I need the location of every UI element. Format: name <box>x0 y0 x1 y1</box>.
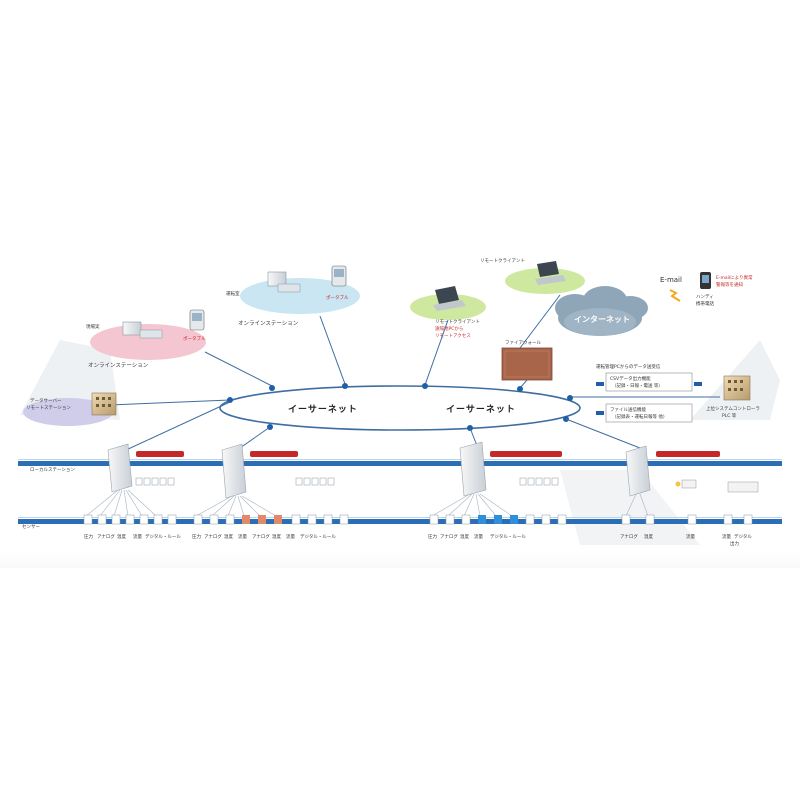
svg-text:アナログ: アナログ <box>620 533 638 540</box>
svg-text:デジタル・ルール: デジタル・ルール <box>300 533 336 540</box>
svg-text:温度: 温度 <box>117 533 126 540</box>
right-panel-item1: CSVデータ出力機能 <box>610 375 651 382</box>
online-left-tag: 現場実 <box>86 323 100 330</box>
drop-lines <box>125 401 641 451</box>
svg-text:流量: 流量 <box>133 533 142 540</box>
remote-monitor-label2: 遠隔地PCから <box>435 325 463 332</box>
local-station-bus <box>18 461 782 466</box>
portable-screen-icon <box>334 269 344 277</box>
internet-cloud <box>555 286 648 336</box>
laptop-icon <box>537 261 559 277</box>
svg-text:圧力: 圧力 <box>84 533 93 540</box>
email-device1: ハンディ <box>696 293 714 300</box>
laptop-base-icon <box>433 300 466 311</box>
pc-icon <box>277 283 301 293</box>
laptop-icon <box>435 286 459 304</box>
email-device2: 携帯電話 <box>696 300 714 307</box>
right-panel-box2 <box>605 403 693 423</box>
ethernet-ring <box>219 385 581 431</box>
firewall-icon <box>501 347 553 381</box>
online-center-label: オンラインステーション <box>238 320 299 327</box>
svg-text:流量: 流量 <box>238 533 247 540</box>
sensor-bus <box>18 519 782 524</box>
svg-text:アナログ: アナログ <box>97 533 115 540</box>
ethernet-nodes <box>227 383 573 431</box>
portable-screen-icon <box>192 313 202 321</box>
ethernet-label-left: イーサーネット <box>288 404 358 415</box>
firewall-inner <box>504 350 550 378</box>
lightning-icon <box>669 289 681 302</box>
arrow-icon <box>596 411 604 415</box>
sensor-bus-highlight <box>18 517 782 518</box>
mobile-screen-icon <box>702 275 709 283</box>
right-panel-item2: ファイル送信機能 <box>610 406 646 413</box>
laptop-base-icon <box>535 275 566 285</box>
building-windows <box>96 397 111 407</box>
plc-label2: PLC 等 <box>722 412 737 419</box>
monitor-icon <box>267 271 287 287</box>
email-desc2: 警報等を通知 <box>716 281 743 288</box>
sensor-labels: 圧力 アナログ 温度 流量 デジタル・ルール 圧力 アナログ 温度 流量 アナロ… <box>84 533 752 547</box>
remote-monitor-label1: リモートクライアント <box>435 319 480 325</box>
right-panel-box1 <box>605 372 693 392</box>
upper-bus-label: ローカルステーション <box>30 467 75 473</box>
online-center-tag: 運転室 <box>226 290 240 297</box>
lower-bus-label: センサー <box>22 524 40 530</box>
online-station-oval-center <box>240 278 360 314</box>
online-left-device: ポータブル <box>183 335 206 342</box>
right-panel-item1-sub: （記録・日報・電送 等） <box>612 382 663 389</box>
data-server-label2: リモートステーション <box>26 405 71 411</box>
building-windows <box>728 380 743 391</box>
highlight-sensors <box>242 515 518 524</box>
upper-io-modules <box>135 477 559 486</box>
svg-text:アナログ: アナログ <box>252 533 270 540</box>
data-server-oval <box>23 398 113 426</box>
svg-text:温度: 温度 <box>460 533 469 540</box>
firewall-label: ファイアウォール <box>505 339 541 346</box>
online-station-oval-left <box>90 324 206 360</box>
svg-text:出力: 出力 <box>730 540 739 547</box>
ethernet-label-right: イーサーネット <box>446 404 516 415</box>
svg-text:アナログ: アナログ <box>440 533 458 540</box>
svg-text:温度: 温度 <box>224 533 233 540</box>
arrow-icon <box>596 382 604 386</box>
right-panel-item2-sub: （記録表・運転日報等 他） <box>612 413 667 420</box>
svg-text:デジタル: デジタル <box>734 533 752 540</box>
pc-icon <box>139 329 163 339</box>
svg-text:流量: 流量 <box>286 533 295 540</box>
bottom-fade <box>0 548 800 568</box>
right-panel-title: 運転管理PCからのデータ送受信 <box>596 363 661 370</box>
online-center-device: ポータブル <box>326 294 349 301</box>
svg-text:温度: 温度 <box>272 533 281 540</box>
online-left-label: オンラインステーション <box>88 362 149 369</box>
remote-monitor-label3: リモートアクセス <box>435 333 471 339</box>
data-server-label1: データサーバー <box>30 397 62 404</box>
sensor-modules <box>83 514 753 525</box>
svg-text:デジタル・ルール: デジタル・ルール <box>490 533 526 540</box>
red-tags <box>136 451 720 457</box>
svg-text:温度: 温度 <box>644 533 653 540</box>
email-label: E-mail <box>660 276 682 284</box>
sensor-fan-lines <box>85 489 649 517</box>
svg-text:アナログ: アナログ <box>204 533 222 540</box>
svg-text:流量: 流量 <box>722 533 731 540</box>
svg-text:流量: 流量 <box>686 533 695 540</box>
monitor-icon <box>122 321 142 336</box>
connection-lines <box>109 294 720 406</box>
local-station-bus-highlight <box>18 459 782 460</box>
remote-client-label: リモートクライアント <box>480 258 525 264</box>
internet-label: インターネット <box>574 314 630 324</box>
right-upper-devices <box>675 479 759 493</box>
email-desc1: E-mailにより異常 <box>716 274 753 281</box>
svg-text:デジタル・ルール: デジタル・ルール <box>145 533 181 540</box>
plc-label: 上位システムコントローラ <box>706 405 760 412</box>
local-station-units <box>107 441 651 499</box>
svg-text:圧力: 圧力 <box>428 533 437 540</box>
svg-text:圧力: 圧力 <box>192 533 201 540</box>
arrow-icon <box>694 382 702 386</box>
svg-text:流量: 流量 <box>474 533 483 540</box>
